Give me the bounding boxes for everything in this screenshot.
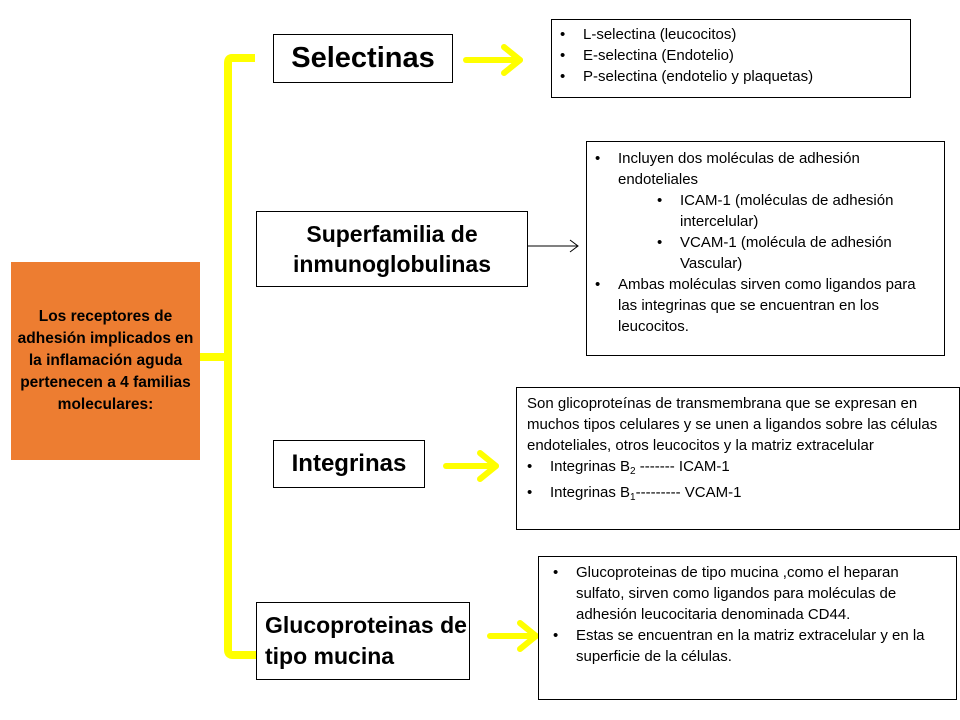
list-item: VCAM-1 (molécula de adhesión Vascular): [587, 232, 938, 274]
bracket: [224, 54, 260, 659]
list-item: Glucoproteinas de tipo mucina ,como el h…: [545, 562, 950, 625]
list-item: Integrinas B1--------- VCAM-1: [519, 482, 953, 508]
details-integrinas: Son glicoproteínas de transmembrana que …: [516, 387, 960, 530]
details-intro: Son glicoproteínas de transmembrana que …: [527, 395, 938, 454]
list-item: Incluyen dos moléculas de adhesión endot…: [587, 148, 938, 190]
list-item: Ambas moléculas sirven como ligandos par…: [587, 274, 938, 337]
arrow-selectinas: [463, 44, 523, 76]
root-box: Los receptores de adhesión implicados en…: [11, 262, 200, 460]
family-title: Selectinas: [291, 42, 435, 74]
family-title: Glucoproteinas de tipo mucina: [265, 612, 467, 669]
family-superfamilia: Superfamilia de inmunoglobulinas: [256, 211, 528, 287]
details-selectinas: L-selectina (leucocitos) E-selectina (En…: [551, 19, 911, 98]
family-title: Superfamilia de inmunoglobulinas: [292, 221, 492, 277]
family-selectinas: Selectinas: [273, 34, 453, 83]
arrow-integrinas: [443, 450, 499, 482]
details-list: L-selectina (leucocitos) E-selectina (En…: [552, 24, 910, 87]
root-text: Los receptores de adhesión implicados en…: [17, 308, 194, 413]
details-list: Incluyen dos moléculas de adhesión endot…: [587, 148, 938, 337]
list-item: Integrinas B2 ------- ICAM-1: [519, 456, 953, 482]
family-title: Integrinas: [291, 450, 407, 477]
details-list: Integrinas B2 ------- ICAM-1 Integrinas …: [519, 456, 953, 508]
list-item: Estas se encuentran en la matriz extrace…: [545, 625, 950, 667]
family-glucoproteinas: Glucoproteinas de tipo mucina: [256, 602, 470, 680]
list-item: L-selectina (leucocitos): [552, 24, 910, 45]
details-list: Glucoproteinas de tipo mucina ,como el h…: [545, 562, 950, 667]
arrow-superfamilia: [520, 239, 579, 253]
details-superfamilia: Incluyen dos moléculas de adhesión endot…: [586, 141, 945, 356]
list-item: E-selectina (Endotelio): [552, 45, 910, 66]
arrow-glucoproteinas: [487, 620, 539, 652]
family-integrinas: Integrinas: [273, 440, 425, 488]
details-glucoproteinas: Glucoproteinas de tipo mucina ,como el h…: [538, 556, 957, 700]
list-item: P-selectina (endotelio y plaquetas): [552, 66, 910, 87]
list-item: ICAM-1 (moléculas de adhesión intercelul…: [587, 190, 938, 232]
